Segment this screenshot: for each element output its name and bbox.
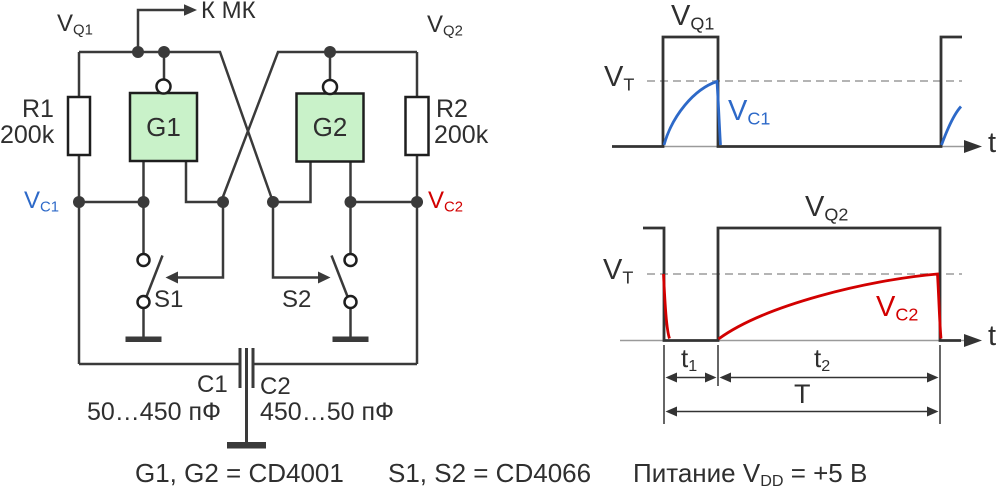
gate-g1-box	[128, 91, 199, 163]
caption-switches: S1, S2 = CD4066	[388, 458, 592, 488]
s1-contact-top-icon	[136, 252, 151, 268]
caption-gates: G1, G2 = CD4001	[135, 458, 344, 488]
dimension-arrowheads	[665, 372, 939, 417]
wf-bottom-capacitor-label: VC2	[876, 291, 919, 325]
node-label-vq1: VQ1	[57, 10, 93, 39]
wf-top-axis-label: t	[988, 127, 997, 159]
s2-ground-icon	[332, 336, 369, 342]
circuit-wires	[77, 8, 423, 366]
t1-dim-label: t1	[681, 343, 698, 375]
capacitor-c1-value: 50…450 пФ	[87, 398, 222, 426]
s1-contact-bottom-icon	[136, 294, 151, 310]
wire-to-mcu	[136, 8, 184, 52]
resistor-r1-value: 200k	[0, 121, 55, 149]
gate-g1-inverter-bubble-icon	[155, 78, 172, 95]
junction-dots	[73, 46, 423, 208]
dimension-lines	[663, 345, 941, 424]
s2-contact-bottom-icon	[343, 294, 358, 310]
node-label-vc1: VC1	[24, 187, 60, 216]
wf-top-pulse-label: VQ1	[671, 0, 715, 34]
gate-g1-ref: G1	[146, 111, 181, 142]
to-mcu-label: К МК	[201, 0, 256, 24]
wire-s1-control	[178, 202, 225, 279]
wire-vq2-net	[219, 50, 417, 203]
period-dim-label: T	[794, 379, 811, 409]
vc2-charge-curve	[717, 272, 943, 341]
s1-ground-icon	[125, 336, 162, 342]
wf-bottom-threshold-label: VT	[603, 254, 634, 288]
wire-g1-pin-right	[184, 161, 223, 204]
s1-control-arrowhead-icon	[165, 271, 178, 284]
node-label-vc2: VC2	[428, 187, 464, 216]
switch-s1-ref: S1	[154, 286, 184, 313]
bottom-time-axis-arrowhead-icon	[964, 334, 982, 347]
s1-lever	[145, 255, 164, 297]
capacitor-c1-c2-symbol	[238, 348, 255, 442]
wf-bottom-axis-label: t	[988, 320, 997, 352]
resistor-r2-symbol	[404, 95, 430, 157]
to-mcu-arrowhead-icon	[184, 4, 197, 16]
s2-contact-top-icon	[343, 252, 358, 268]
switch-s2-ref: S2	[282, 286, 312, 313]
resistor-r2-value: 200k	[434, 121, 489, 149]
gate-g2-box	[295, 92, 365, 163]
capacitor-c2-ref: C2	[260, 373, 291, 400]
capacitor-ground-icon	[227, 442, 266, 449]
node-label-vq2: VQ2	[427, 11, 463, 40]
capacitor-c1-ref: C1	[197, 371, 228, 398]
vc1-charge-curve	[662, 79, 722, 146]
vc1-charge-curve-2	[940, 105, 963, 146]
wf-top-threshold-label: VT	[604, 61, 635, 95]
s2-lever	[330, 255, 349, 297]
capacitor-c2-value: 450…50 пФ	[260, 398, 395, 426]
caption-power: Питание VDD = +5 В	[633, 458, 868, 490]
t2-dim-label: t2	[814, 343, 831, 375]
wire-g2-pin-left	[273, 161, 312, 204]
vq1-trace	[612, 35, 962, 148]
gate-g2-ref: G2	[312, 111, 348, 142]
vc2-discharge-curve	[662, 273, 671, 339]
wire-vq1-net	[79, 50, 275, 203]
wf-top-capacitor-label: VC1	[728, 95, 771, 129]
top-time-axis-arrowhead-icon	[964, 140, 982, 153]
resistor-r1-symbol	[66, 95, 92, 157]
wire-s2-control	[271, 202, 318, 279]
s2-control-arrowhead-icon	[318, 271, 331, 284]
gate-g2-inverter-bubble-icon	[321, 78, 339, 96]
resistor-r2-ref: R2	[436, 95, 468, 123]
resistor-r1-ref: R1	[22, 95, 54, 123]
wf-bottom-pulse-label: VQ2	[805, 191, 849, 225]
